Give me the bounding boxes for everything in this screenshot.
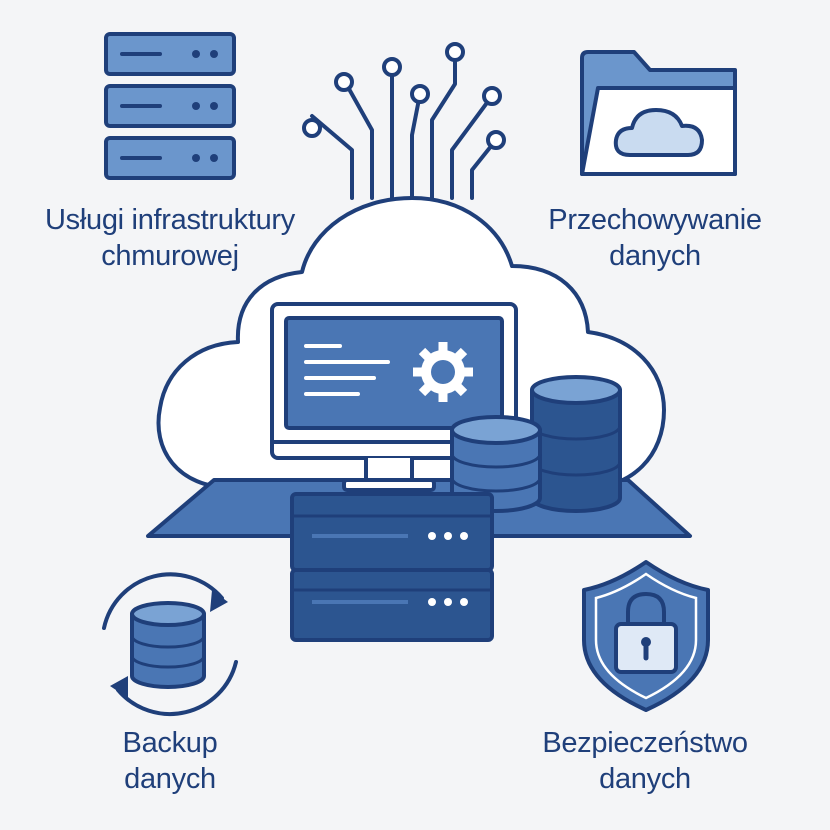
label-data-security-line2: danych [599, 763, 691, 795]
label-data-security-line1: Bezpieczeństwo [542, 727, 748, 759]
label-cloud-infrastructure: Usługi infrastruktury chmurowej [20, 202, 320, 274]
label-data-storage: Przechowywanie danych [520, 202, 790, 274]
server-rack-icon [104, 32, 236, 180]
shield-lock-icon [582, 560, 710, 712]
server-icon [290, 492, 494, 642]
database-icon [130, 601, 206, 689]
label-data-storage-line1: Przechowywanie [548, 204, 762, 236]
folder-cloud-icon [580, 50, 737, 176]
monitor-gear-icon [270, 302, 518, 492]
label-data-backup: Backup danych [60, 725, 280, 797]
label-data-security: Bezpieczeństwo danych [510, 725, 780, 797]
label-data-storage-line2: danych [609, 240, 701, 272]
label-cloud-infrastructure-line1: Usługi infrastruktury [45, 204, 295, 236]
gear-icon [413, 342, 473, 402]
label-data-backup-line1: Backup [122, 727, 218, 759]
backup-cycle-icon [102, 572, 238, 717]
circuit-lines-icon [302, 42, 506, 200]
label-cloud-infrastructure-line2: chmurowej [101, 240, 239, 272]
lock-icon [614, 592, 678, 674]
label-data-backup-line2: danych [124, 763, 216, 795]
